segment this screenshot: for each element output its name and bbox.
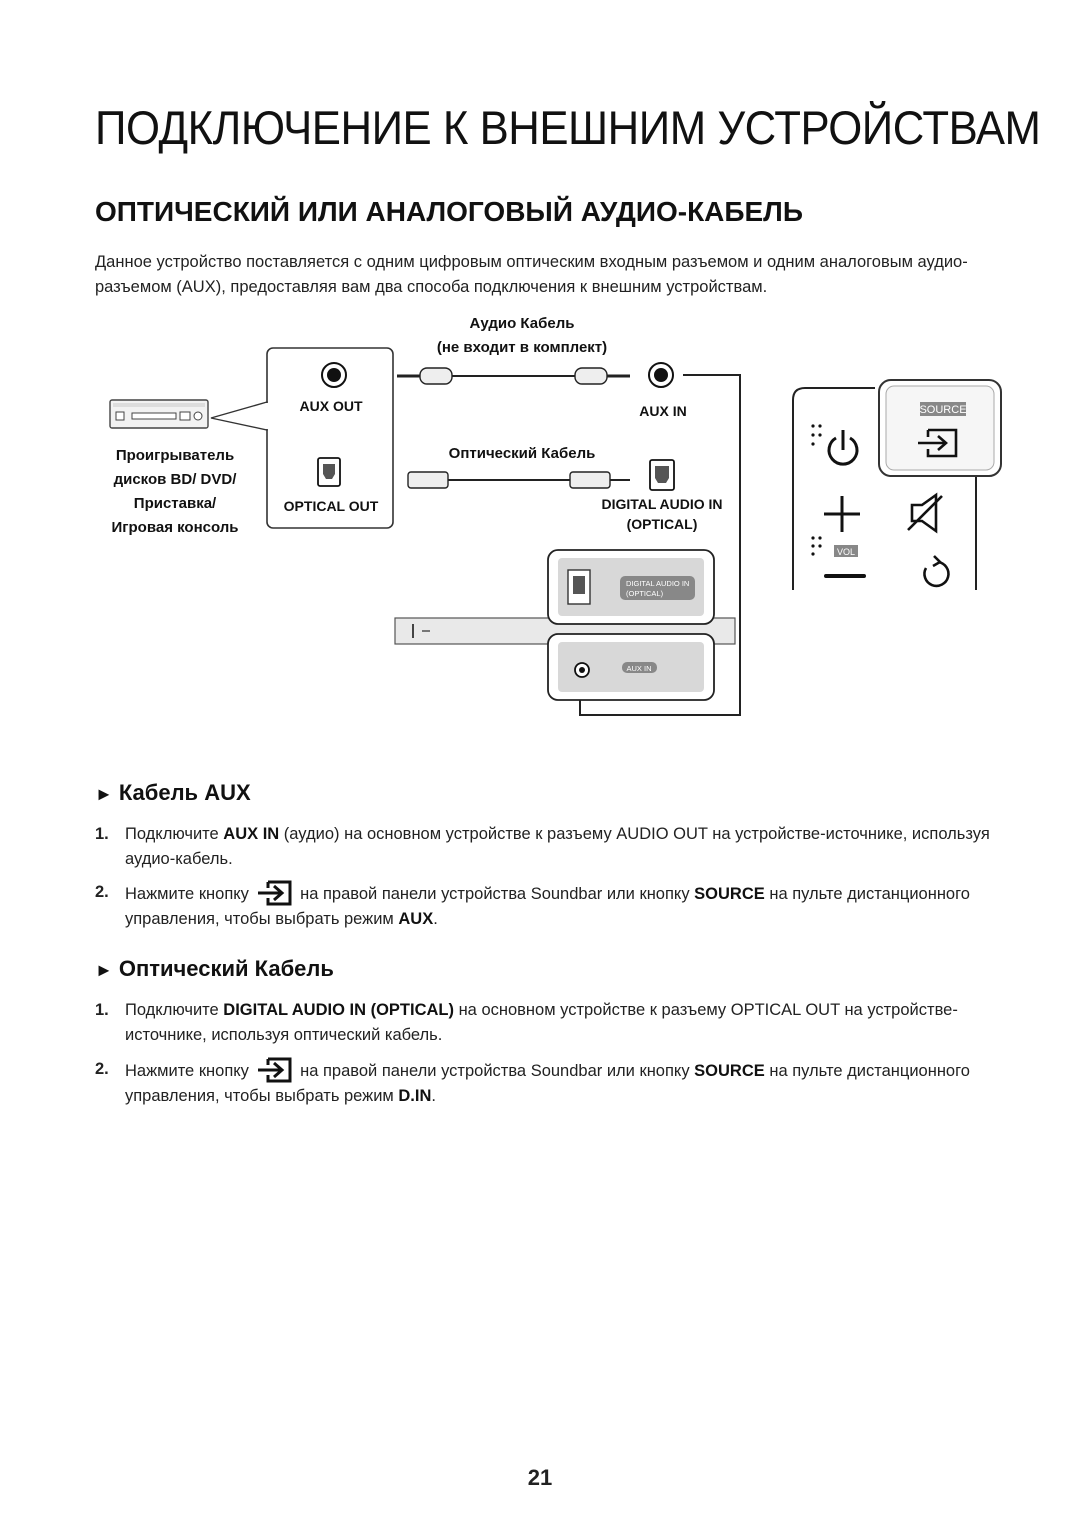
panel-digital-audio-in-label: DIGITAL AUDIO IN (626, 579, 689, 588)
step-number: 2. (95, 883, 109, 901)
soundbar-aux-panel (547, 633, 715, 701)
audio-cable-label: Аудио Кабель (470, 315, 575, 332)
optical-cable (407, 471, 630, 489)
optical-section-title: Оптический Кабель (118, 956, 334, 981)
step-number: 2. (95, 1060, 109, 1078)
optical-cable-label: Оптический Кабель (449, 445, 596, 462)
audio-cable (397, 367, 630, 385)
optical-label: (OPTICAL) (627, 516, 698, 532)
aux-out-jack (321, 362, 347, 388)
optical-out-port (317, 457, 341, 487)
step-text: Нажмите кнопку на правой панели устройст… (125, 880, 1030, 932)
panel-optical-label: (OPTICAL) (626, 589, 664, 598)
aux-section-heading: ►Кабель AUX (95, 780, 251, 806)
player-label-1: Проигрыватель (116, 447, 234, 464)
aux-out-label: AUX OUT (300, 398, 363, 414)
step-number: 1. (95, 1001, 109, 1019)
step-number: 1. (95, 825, 109, 843)
digital-audio-in-port (649, 459, 675, 491)
step-text: Нажмите кнопку на правой панели устройст… (125, 1057, 1030, 1109)
bullet-triangle-icon: ► (95, 960, 113, 980)
intro-paragraph: Данное устройство поставляется с одним ц… (95, 253, 968, 296)
source-input-icon[interactable] (918, 428, 958, 458)
optical-out-label: OPTICAL OUT (284, 498, 379, 514)
aux-step-2: 2. Нажмите кнопку на правой панели устро… (95, 880, 1030, 930)
step-text: Подключите AUX IN (аудио) на основном ус… (125, 825, 990, 868)
source-input-icon (257, 1057, 292, 1083)
connection-diagram: Аудио Кабель (не входит в комплект) AUX … (109, 315, 1002, 716)
optical-step-2: 2. Нажмите кнопку на правой панели устро… (95, 1057, 1030, 1107)
vol-indicator (811, 536, 858, 557)
page-title: ПОДКЛЮЧЕНИЕ К ВНЕШНИМ УСТРОЙСТВАМ (95, 101, 1041, 154)
soundbar-optical-panel (547, 549, 715, 625)
disc-player-icon (109, 399, 209, 429)
optical-step-1: 1. Подключите DIGITAL AUDIO IN (OPTICAL)… (95, 998, 1030, 1048)
player-label-4: Игровая консоль (111, 519, 238, 536)
panel-aux-in-label: AUX IN (626, 664, 651, 673)
page-number: 21 (527, 1465, 553, 1490)
source-device-panel (266, 347, 394, 529)
aux-in-jack (648, 362, 674, 388)
player-label-2: дисков BD/ DVD/ (114, 471, 238, 488)
audio-cable-note: (не входит в комплект) (437, 339, 607, 356)
aux-in-label: AUX IN (639, 403, 686, 419)
step-text: Подключите DIGITAL AUDIO IN (OPTICAL) на… (125, 1001, 958, 1044)
power-icon[interactable] (811, 424, 859, 466)
section-title: ОПТИЧЕСКИЙ ИЛИ АНАЛОГОВЫЙ АУДИО-КАБЕЛЬ (95, 196, 803, 227)
bullet-triangle-icon: ► (95, 784, 113, 804)
aux-step-1: 1. Подключите AUX IN (аудио) на основном… (95, 822, 1030, 872)
mute-icon[interactable] (907, 492, 943, 534)
source-input-icon (257, 880, 292, 906)
digital-audio-in-label: DIGITAL AUDIO IN (601, 496, 722, 512)
vol-label: VOL (837, 547, 855, 557)
source-label: SOURCE (919, 404, 966, 416)
aux-section-title: Кабель AUX (118, 780, 251, 805)
optical-section-heading: ►Оптический Кабель (95, 956, 334, 982)
player-label-3: Приставка/ (134, 495, 217, 512)
side-control-panel (792, 379, 1002, 590)
repeat-icon[interactable] (923, 555, 950, 588)
plus-icon[interactable] (824, 496, 860, 532)
